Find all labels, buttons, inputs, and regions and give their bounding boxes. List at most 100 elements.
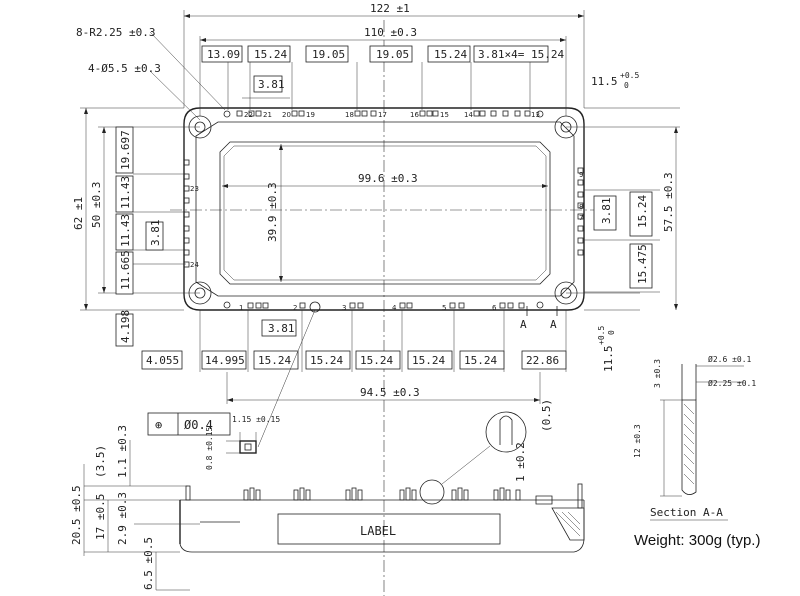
top-pin-row — [236, 110, 531, 117]
pin-label: 16 — [410, 111, 419, 119]
right-overall-dim: 57.5 ±0.3 — [662, 172, 675, 232]
pin-label: 13 — [531, 111, 540, 119]
pin-label: 9 — [579, 171, 583, 179]
detail-height-dim: 1 ±0.2 — [514, 442, 527, 482]
right-pin-gap-dim: 3.81 — [600, 198, 613, 225]
section-top-depth: 3 ±0.3 — [653, 359, 662, 388]
inner-height-dim: 39.9 ±0.3 — [266, 182, 279, 242]
hole-spacing-dim: 110 ±0.3 — [364, 26, 417, 39]
bottom-pin-gap-dim: 3.81 — [268, 322, 295, 335]
top-pitch-label: 13.09 — [207, 48, 240, 61]
pin-label: 1 — [239, 304, 243, 312]
top-view: 22 21 20 19 18 17 16 15 14 13 23 24 — [170, 20, 600, 596]
pin-label: 3 — [342, 304, 346, 312]
hole-height-dim: 50 ±0.3 — [90, 182, 103, 228]
side-body-height: 17 ±0.5 — [94, 494, 107, 540]
section-a-a: Ø2.6 ±0.1 Ø2.25 ±0.1 3 ±0.3 12 ±0.3 Sect… — [633, 354, 756, 521]
pin-thickness-dim: 0.8 ±0.15 — [205, 426, 214, 470]
side-total-height: 20.5 ±0.5 — [70, 485, 83, 545]
bottom-left-offset: 4.198 — [119, 310, 132, 343]
right-offset-top: 11.5 — [591, 75, 618, 88]
top-pitch-label: 15.24 — [254, 48, 287, 61]
left-pitch-label: 11.43 — [119, 176, 132, 209]
section-marker: A — [520, 318, 527, 331]
side-pin-top: (3.5) — [94, 445, 107, 478]
left-pitch-label: 11.43 — [119, 214, 132, 247]
right-pitch-label: 15.475 — [636, 244, 649, 284]
corner-radius-callout: 8-R2.25 ±0.3 — [76, 26, 155, 39]
position-tolerance-value: Ø0.4 — [184, 418, 213, 432]
left-pitch-label: 11.665 — [119, 250, 132, 290]
pin-width-dim: 1.15 ±0.15 — [232, 415, 280, 424]
bottom-pitch-label: 4.055 — [146, 354, 179, 367]
inner-lid — [219, 141, 551, 285]
pin-label: 2 — [293, 304, 297, 312]
side-view: LABEL (0.5) 1 ±0.2 20.5 ±0.5 1 — [70, 399, 585, 591]
pin-label: 8 — [579, 203, 583, 211]
inner-width-dim: 99.6 ±0.3 — [358, 172, 418, 185]
pin-label: 22 — [244, 111, 253, 119]
bottom-pin-row — [247, 301, 525, 313]
pin-detail: 1.15 ±0.15 0.8 ±0.15 — [205, 309, 316, 470]
section-dia-outer: Ø2.6 ±0.1 — [708, 354, 752, 364]
overall-width-dim: 122 ±1 — [370, 2, 410, 15]
section-marker: A — [550, 318, 557, 331]
top-pitch-label: 15.24 — [434, 48, 467, 61]
position-symbol: ⊕ — [155, 418, 162, 432]
detail-bubble-large — [485, 411, 527, 453]
overall-height-dim: 62 ±1 — [72, 197, 85, 230]
tol-plus: +0.5 — [597, 326, 606, 345]
pin-label: 20 — [282, 111, 291, 119]
section-title: Section A-A — [650, 506, 723, 519]
left-pitch-label: 19.697 — [119, 130, 132, 170]
left-pin-row — [183, 159, 190, 268]
pin-label: 5 — [442, 304, 446, 312]
right-pitch-label: 15.24 — [636, 195, 649, 228]
pin-label: 6 — [492, 304, 497, 312]
tol-minus: 0 — [607, 330, 616, 335]
top-pin-gap-dim: 3.81 — [258, 78, 285, 91]
top-dimensions: 122 ±1 110 ±0.3 13.09 15.24 19.05 19.05 … — [76, 2, 680, 128]
detail-bubble — [419, 479, 445, 505]
bottom-pitch-label: 15.24 — [464, 354, 497, 367]
pin-label: 15 — [440, 111, 449, 119]
top-pitch-label: 3.81×4= 15.24 — [478, 48, 564, 61]
pin-label: 14 — [464, 111, 473, 119]
section-dia-inner: Ø2.25 ±0.1 — [708, 378, 756, 388]
inner-frame — [195, 121, 575, 297]
right-offset-bottom: 11.5 — [602, 346, 615, 373]
mount-hole-callout: 4-Ø5.5 ±0.3 — [88, 62, 161, 75]
side-bottom-offset: 6.5 ±0.5 — [142, 537, 155, 590]
side-pins — [185, 485, 521, 501]
weight-note: Weight: 300g (typ.) — [634, 532, 760, 549]
pin-label: 23 — [190, 185, 199, 193]
bottom-pitch-label: 15.24 — [360, 354, 393, 367]
position-tolerance-frame: ⊕ Ø0.4 — [147, 412, 231, 436]
right-dimensions: 3.81 15.24 15.475 57.5 ±0.3 11.5 +0.5 0 — [566, 127, 678, 372]
side-base-height: 2.9 ±0.3 — [116, 492, 129, 545]
left-dimensions: 62 ±1 50 ±0.3 19.697 11.43 11.43 11.665 … — [72, 107, 200, 347]
right-pin-row — [577, 167, 584, 256]
bottom-pitch-label: 15.24 — [412, 354, 445, 367]
side-pin-offset: 1.1 ±0.3 — [116, 425, 129, 478]
pin-label: 4 — [392, 304, 397, 312]
pin-label: 21 — [263, 111, 272, 119]
bottom-pitch-label: 15.24 — [310, 354, 343, 367]
bottom-dimensions: A A 3.81 4.055 14.995 15.24 15.24 15.24 … — [141, 306, 567, 404]
bottom-pitch-label: 14.995 — [205, 354, 245, 367]
tol-minus: 0 — [624, 81, 629, 90]
pin-label: 18 — [345, 111, 354, 119]
pin-label: 24 — [190, 261, 199, 269]
label-plate: LABEL — [360, 524, 396, 538]
tol-plus: +0.5 — [620, 71, 639, 80]
left-pin-gap-dim: 3.81 — [149, 220, 162, 247]
pin-label: 17 — [378, 111, 387, 119]
section-length: 12 ±0.3 — [633, 424, 642, 458]
pin-label: 7 — [579, 214, 583, 222]
top-pitch-label: 19.05 — [312, 48, 345, 61]
bottom-pitch-label: 22.86 — [526, 354, 559, 367]
pin-label: 19 — [306, 111, 315, 119]
bottom-pitch-label: 15.24 — [258, 354, 291, 367]
detail-gap-dim: (0.5) — [540, 399, 553, 432]
